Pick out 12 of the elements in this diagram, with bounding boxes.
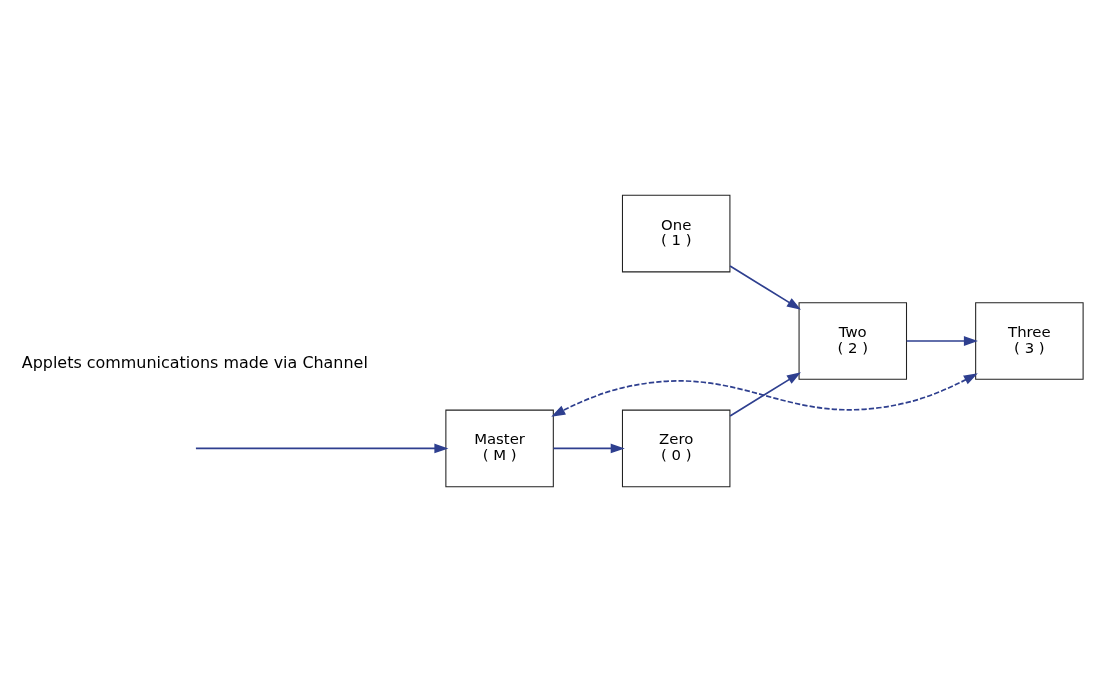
node-box: Three ( 3 ) <box>975 302 1084 380</box>
node-box: Master ( M ) <box>445 409 554 488</box>
arrow <box>195 443 449 454</box>
node-box: One ( 1 ) <box>621 194 731 273</box>
arrow <box>729 372 801 417</box>
arrow <box>729 265 801 310</box>
node-box: Two ( 2 ) <box>798 302 908 380</box>
arrow <box>552 443 625 454</box>
label: Applets communications made via Channel <box>21 353 368 373</box>
arrow <box>905 336 978 346</box>
arrow <box>551 373 978 417</box>
node-box: Zero ( 0 ) <box>621 409 731 488</box>
